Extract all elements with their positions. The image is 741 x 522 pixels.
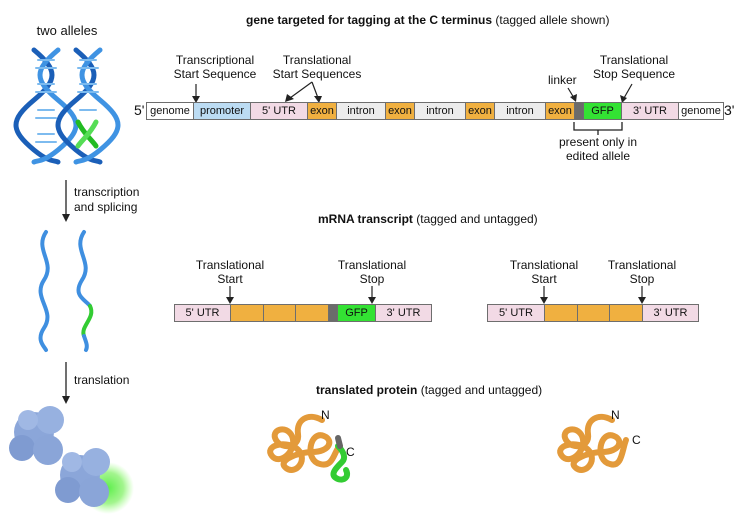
gene-annotation-arrows <box>192 81 633 103</box>
arrow-translation <box>62 362 70 404</box>
protein-tagged <box>267 413 350 483</box>
gene-exon-2: exon <box>385 102 415 120</box>
mrna-annotation-arrows <box>226 286 646 304</box>
mrna-untagged-exon-3 <box>609 304 643 322</box>
mrna-tagged-exon-3 <box>295 304 329 322</box>
ribosome-untagged <box>9 406 64 465</box>
mrna-untagged-start-line2: Start <box>531 272 557 286</box>
mrna-tagged-5utr: 5' UTR <box>174 304 231 322</box>
mrna-untagged-stop-line2: Stop <box>629 272 655 286</box>
mrna-tagged-exon-1 <box>230 304 264 322</box>
mrna-title-bold: mRNA transcript <box>318 212 413 226</box>
tls-label-line2: Start Sequences <box>272 67 362 81</box>
translation-label: translation <box>74 373 130 387</box>
mrna-untagged-exon-1 <box>544 304 578 322</box>
mrna-tagged-start-line2: Start <box>217 272 243 286</box>
mrna-title: mRNA transcript (tagged and untagged) <box>318 212 538 226</box>
gene-genome-right: genome <box>678 102 724 120</box>
gene-genome-left: genome <box>146 102 194 120</box>
five-prime-label: 5' <box>134 102 145 118</box>
gene-exon-3: exon <box>465 102 495 120</box>
edited-bracket <box>573 122 623 135</box>
protein-title-rest: (tagged and untagged) <box>417 383 543 397</box>
mrna-tagged-stop-line1: Translational <box>337 258 407 272</box>
mrna-untagged-stop-line1: Translational <box>607 258 677 272</box>
gene-title-bold: gene targeted for tagging at the C termi… <box>246 13 493 27</box>
protein-untagged-n-label: N <box>611 408 620 422</box>
transcription-label-line2: and splicing <box>74 200 138 214</box>
gene-exon-4: exon <box>545 102 575 120</box>
mrna-untagged-5utr: 5' UTR <box>487 304 545 322</box>
mrna-tagged-stop-line2: Stop <box>359 272 385 286</box>
mrna-untagged-3utr: 3' UTR <box>642 304 699 322</box>
gene-3utr: 3' UTR <box>621 102 679 120</box>
mrna-tagged-start-line1: Translational <box>195 258 265 272</box>
tss-label-line2: Start Sequence <box>173 67 257 81</box>
alleles-label: two alleles <box>36 23 98 38</box>
protein-untagged <box>557 413 629 473</box>
gene-intron-2: intron <box>414 102 466 120</box>
mrna-tagged-exon-2 <box>263 304 296 322</box>
three-prime-label: 3' <box>724 102 735 118</box>
mrna-strand-untagged <box>38 230 50 352</box>
mrna-tagged-gfp: GFP <box>337 304 376 322</box>
stop-label-line2: Stop Sequence <box>592 67 676 81</box>
edited-label-line2: edited allele <box>565 149 631 163</box>
mrna-untagged-start-line1: Translational <box>509 258 579 272</box>
mrna-title-rest: (tagged and untagged) <box>412 212 538 226</box>
dna-helix-allele-2 <box>55 47 121 165</box>
transcription-label-line1: transcription <box>74 185 140 199</box>
protein-tagged-c-label: C <box>346 445 355 459</box>
ribosome-tagged <box>55 448 134 514</box>
protein-title-bold: translated protein <box>316 383 418 397</box>
gene-intron-3: intron <box>494 102 546 120</box>
gene-gfp: GFP <box>583 102 622 120</box>
tls-label-line1: Translational <box>282 53 352 67</box>
edited-label-line1: present only in <box>558 135 638 149</box>
arrow-transcription <box>62 180 70 222</box>
linker-label: linker <box>548 73 577 87</box>
mrna-tagged-3utr: 3' UTR <box>375 304 432 322</box>
gene-exon-1: exon <box>307 102 337 120</box>
gene-intron-1: intron <box>336 102 386 120</box>
stop-label-line1: Translational <box>599 53 669 67</box>
protein-title: translated protein (tagged and untagged) <box>316 383 542 397</box>
gene-promoter: promoter <box>193 102 251 120</box>
protein-untagged-c-label: C <box>632 433 641 447</box>
mrna-untagged-exon-2 <box>577 304 610 322</box>
gene-title-rest: (tagged allele shown) <box>492 13 610 27</box>
gene-5utr: 5' UTR <box>250 102 308 120</box>
mrna-strand-tagged <box>76 230 94 352</box>
tss-label-line1: Transcriptional <box>175 53 255 67</box>
protein-tagged-n-label: N <box>321 408 330 422</box>
gene-title: gene targeted for tagging at the C termi… <box>246 13 609 27</box>
